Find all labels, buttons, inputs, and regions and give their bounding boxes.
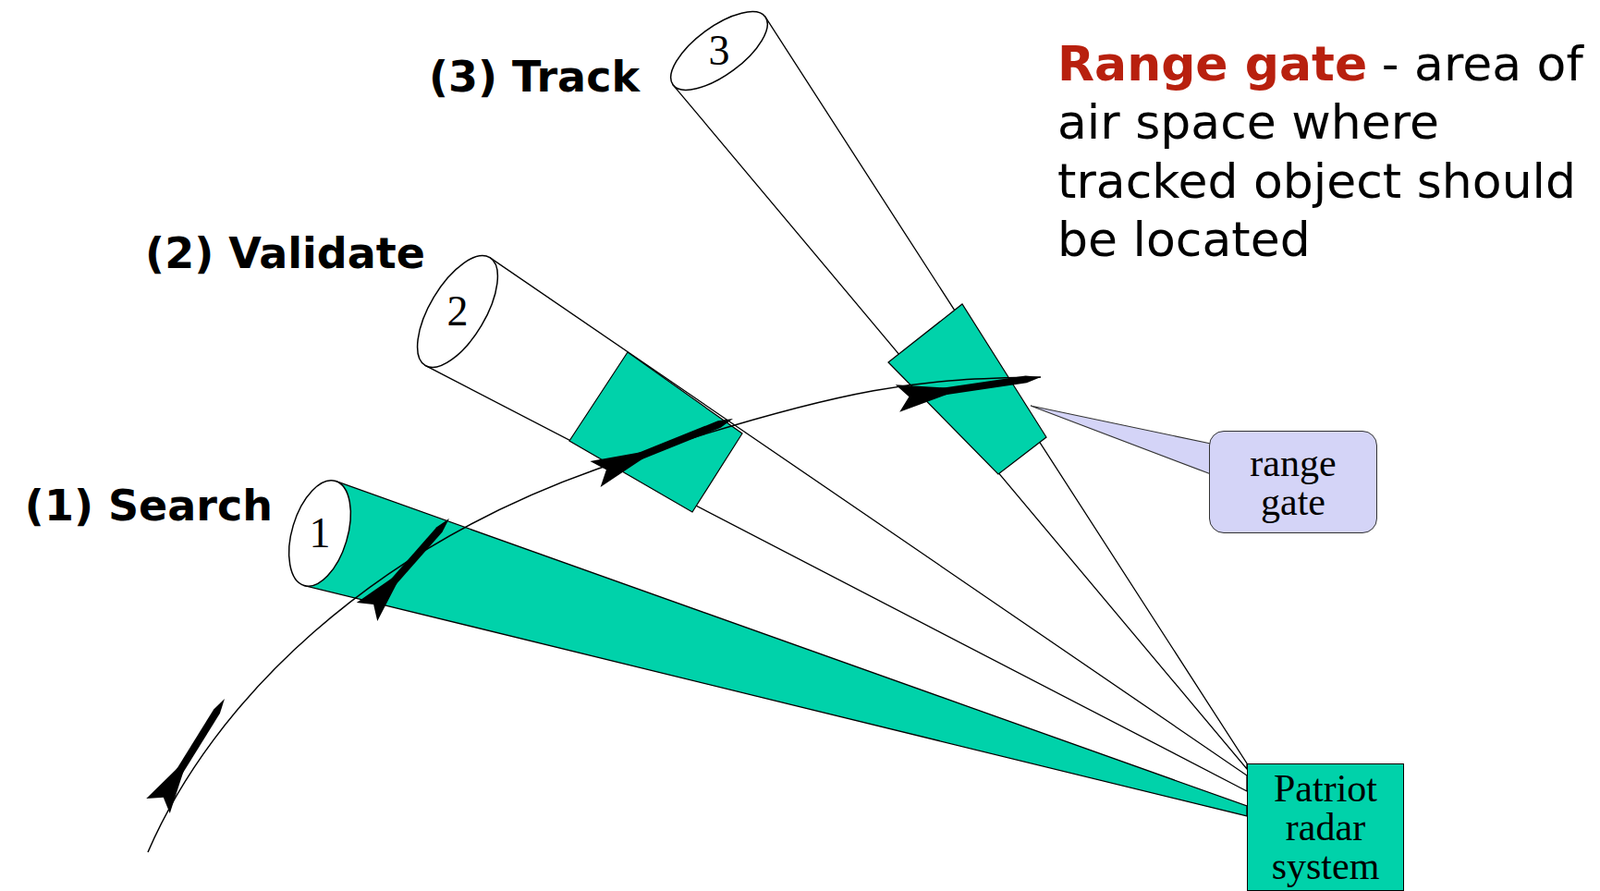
note: Range gate- area of air space where trac… — [1057, 35, 1585, 270]
stage-label: (3) Track — [428, 53, 640, 101]
callout-box: range gate — [1209, 430, 1378, 534]
stage-label: (2) Validate — [145, 230, 426, 278]
missile-fin — [589, 449, 658, 488]
note-term: Range gate — [1057, 36, 1368, 92]
callout-pointer — [1030, 405, 1211, 475]
range-gate-area — [888, 304, 1047, 475]
ellipse — [659, 0, 781, 105]
missile-fin — [356, 570, 404, 622]
radar-label: Patriot radar system — [1253, 769, 1398, 886]
radar-box: Patriot radar system — [1246, 763, 1405, 891]
missile-trajectory — [147, 377, 1041, 853]
callout-number: 2 — [447, 290, 469, 333]
missile-fin — [146, 757, 188, 814]
ellipse — [277, 473, 362, 594]
radar-beam — [304, 480, 1247, 817]
beam-end-ellipse: 3 — [658, 0, 781, 112]
range-gate-area — [569, 352, 743, 513]
stage-label: (1) Search — [24, 482, 273, 530]
missile-fin — [895, 384, 963, 413]
beam-end-ellipse: 1 — [261, 475, 379, 592]
missiles — [146, 375, 1041, 814]
callout-number: 3 — [708, 29, 731, 73]
callout-number: 1 — [309, 512, 331, 555]
callout-text: range gate — [1217, 443, 1369, 522]
